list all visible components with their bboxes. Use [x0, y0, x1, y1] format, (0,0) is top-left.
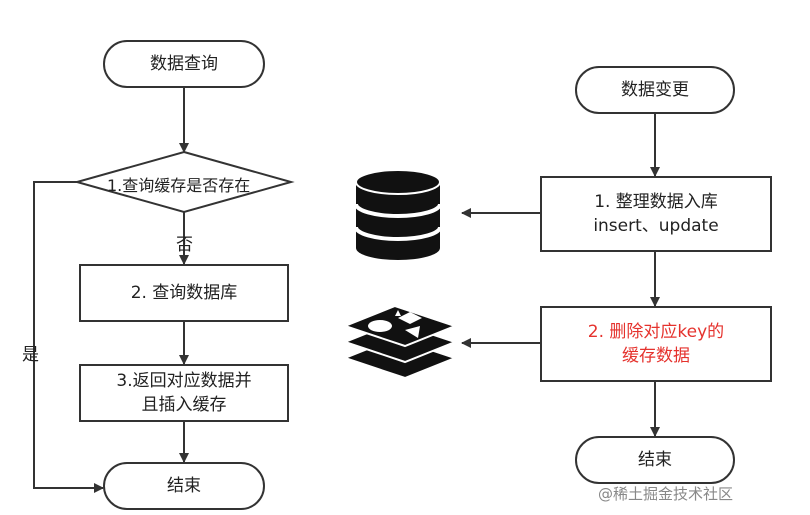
database-icon [354, 169, 442, 260]
return-and-cache-line1: 3.返回对应数据并 [116, 371, 252, 391]
decision-diamond [73, 150, 295, 214]
query-database-node: 2. 查询数据库 [79, 264, 289, 322]
persist-data-line2: insert、update [593, 216, 719, 236]
end-query-label: 结束 [167, 476, 201, 496]
query-database-label: 2. 查询数据库 [130, 283, 238, 303]
delete-cache-line1: 2. 删除对应key的 [587, 322, 725, 342]
start-change-node: 数据变更 [575, 66, 735, 114]
persist-data-node: 1. 整理数据入库 insert、update [540, 176, 772, 252]
end-change-label: 结束 [638, 450, 672, 470]
delete-cache-node: 2. 删除对应key的 缓存数据 [540, 306, 772, 382]
yes-branch-label: 是 [22, 345, 39, 365]
return-and-cache-node: 3.返回对应数据并 且插入缓存 [79, 364, 289, 422]
return-and-cache-line2: 且插入缓存 [141, 395, 227, 415]
start-query-label: 数据查询 [150, 54, 218, 74]
end-change-node: 结束 [575, 436, 735, 484]
delete-cache-line2: 缓存数据 [622, 346, 690, 366]
watermark: @稀土掘金技术社区 [598, 485, 734, 503]
start-query-node: 数据查询 [103, 40, 265, 88]
start-change-label: 数据变更 [621, 80, 689, 100]
redis-icon [342, 304, 458, 380]
persist-data-line1: 1. 整理数据入库 [594, 192, 718, 212]
end-query-node: 结束 [103, 462, 265, 510]
decision-label: 1.查询缓存是否存在 [107, 176, 251, 195]
arrow-yes-path [33, 181, 104, 493]
no-branch-label: 否 [176, 235, 193, 255]
